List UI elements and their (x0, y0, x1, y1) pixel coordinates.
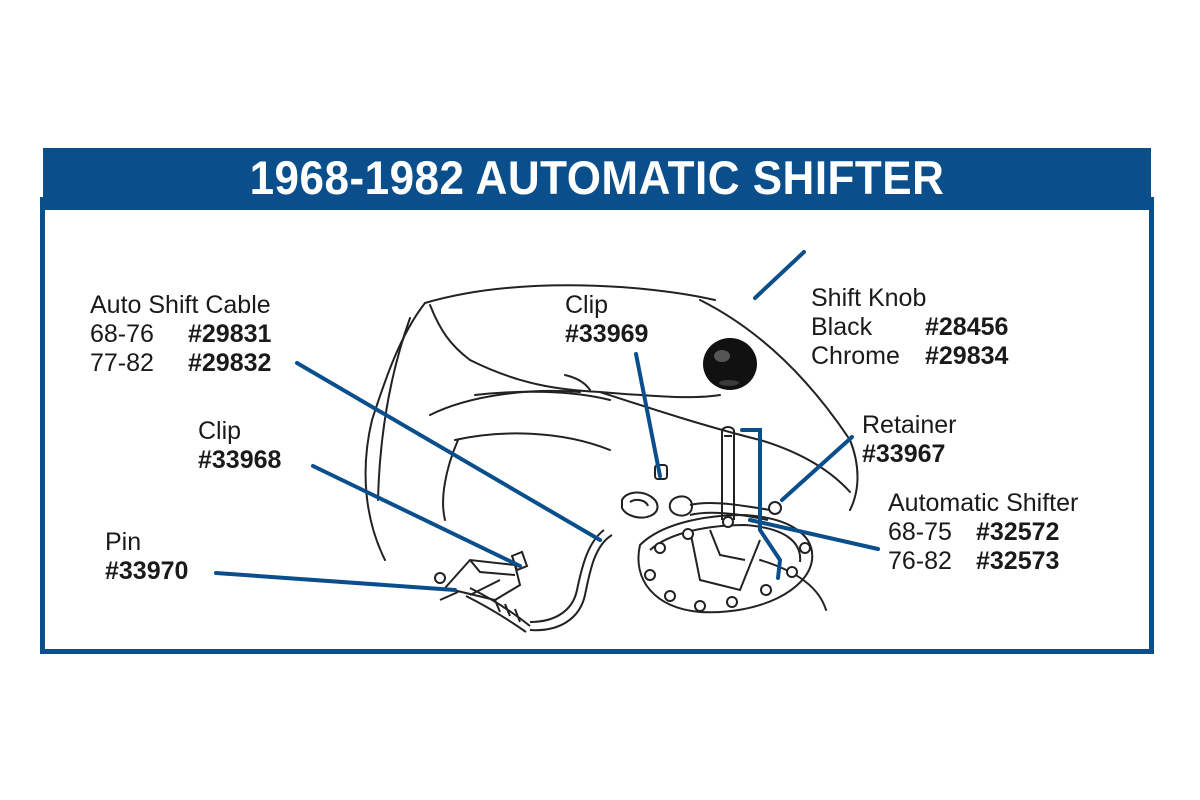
year-range: 77-82 (90, 349, 154, 377)
leader-shift-knob (753, 250, 806, 300)
leader-shift-cable (295, 361, 602, 542)
part-number: #33970 (105, 557, 189, 585)
callout-row: 77-82 #29832 (90, 349, 271, 378)
shift-knob-art (703, 338, 757, 390)
callout-clip-33969: Clip #33969 (565, 291, 648, 349)
part-number: #32572 (976, 518, 1060, 546)
callout-name: Clip (198, 417, 242, 445)
title-banner: 1968-1982 AUTOMATIC SHIFTER (43, 148, 1151, 210)
callout-row: 68-76 #29831 (90, 320, 271, 349)
retainer-art (768, 501, 782, 515)
shift-cable-art (465, 529, 613, 633)
leader-shifter-lever (740, 428, 783, 580)
leader-clip-33968 (311, 464, 522, 568)
callout-name: Pin (105, 528, 142, 556)
part-number: #33969 (565, 320, 649, 348)
year-range: 76-82 (888, 547, 952, 575)
callout-name: Auto Shift Cable (90, 291, 271, 319)
leader-retainer (780, 435, 854, 502)
console-outline (364, 284, 859, 611)
year-range: 68-75 (888, 518, 952, 546)
part-number: #29834 (925, 342, 1009, 370)
callout-shift-knob: Shift Knob Black #28456 Chrome #29834 (811, 284, 1008, 371)
part-number: #33968 (198, 446, 282, 474)
callout-name: Shift Knob (811, 284, 927, 312)
leader-clip-33969 (634, 352, 662, 478)
part-number: #28456 (925, 313, 1009, 341)
callout-name: Retainer (862, 411, 957, 439)
callout-auto-shift-cable: Auto Shift Cable 68-76 #29831 77-82 #298… (90, 291, 271, 378)
callout-row: Black #28456 (811, 313, 1008, 342)
finish-option: Black (811, 313, 873, 341)
part-number: #29832 (188, 349, 272, 377)
callout-clip-33968: Clip #33968 (198, 417, 281, 475)
callout-name: Clip (565, 291, 609, 319)
callout-row: 76-82 #32573 (888, 547, 1078, 576)
finish-option: Chrome (811, 342, 900, 370)
callout-retainer: Retainer #33967 (862, 411, 957, 469)
callout-automatic-shifter: Automatic Shifter 68-75 #32572 76-82 #32… (888, 489, 1078, 576)
callout-row: 68-75 #32572 (888, 518, 1078, 547)
leader-lines (214, 250, 880, 592)
shifter-base (637, 513, 814, 614)
part-number: #29831 (188, 320, 272, 348)
year-range: 68-76 (90, 320, 154, 348)
shift-lever (668, 426, 771, 521)
base-bolts (644, 516, 811, 612)
page-title: 1968-1982 AUTOMATIC SHIFTER (249, 152, 945, 205)
part-number: #32573 (976, 547, 1060, 575)
part-number: #33967 (862, 440, 946, 468)
callout-row: Chrome #29834 (811, 342, 1008, 371)
callout-name: Automatic Shifter (888, 489, 1079, 517)
leader-pin (214, 571, 457, 592)
callout-pin: Pin #33970 (105, 528, 188, 586)
leader-automatic-shifter (748, 518, 880, 551)
